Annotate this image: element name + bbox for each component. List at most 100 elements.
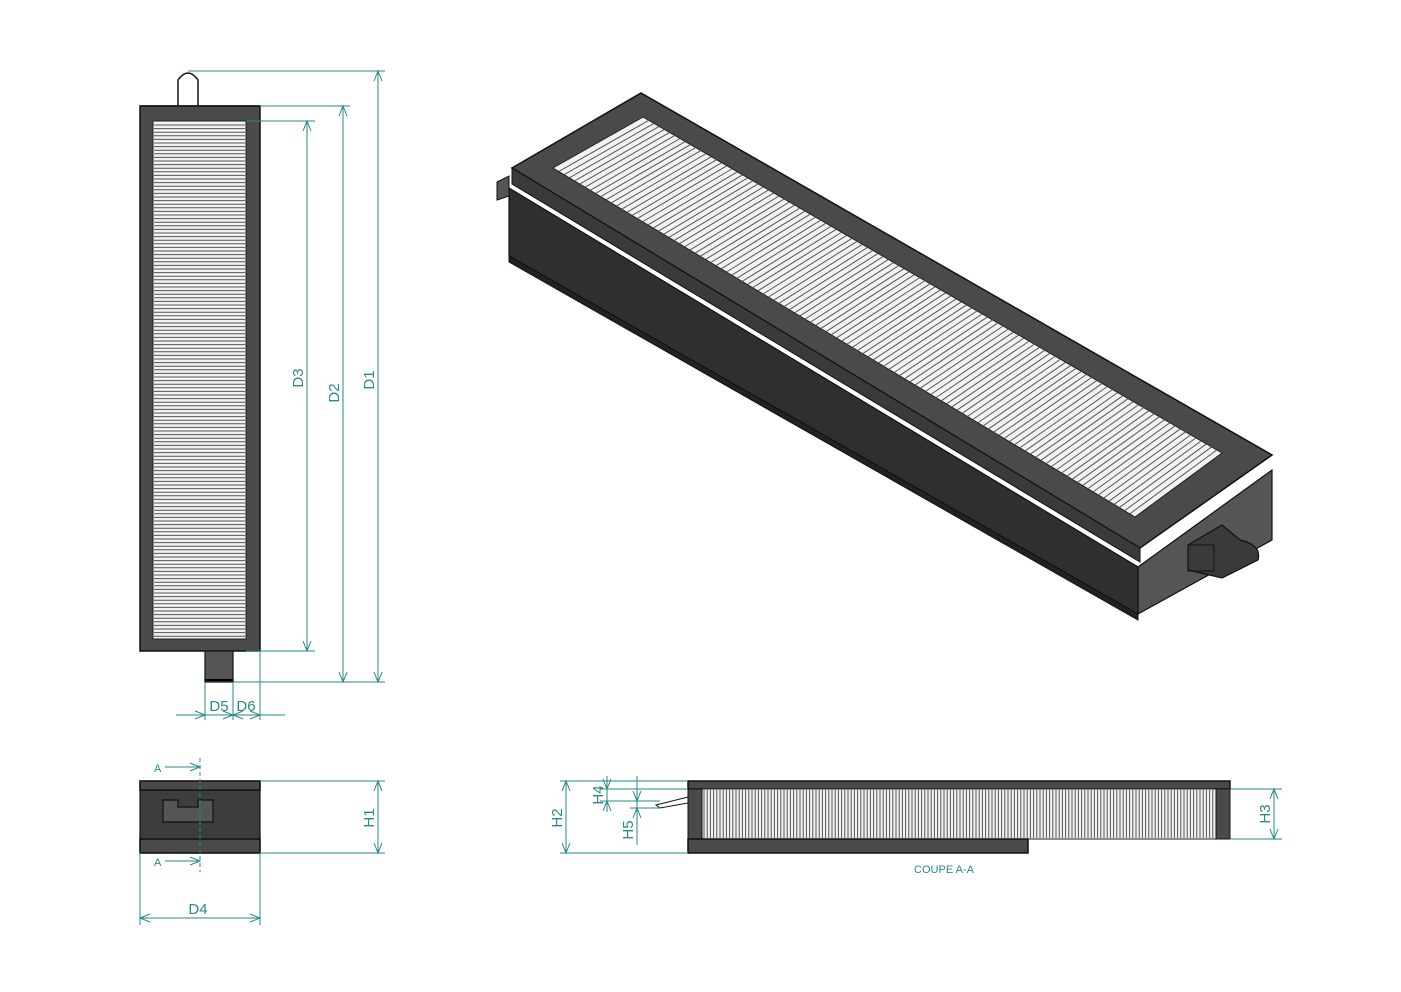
iso-base-edge	[508, 255, 1139, 621]
pleat-line	[663, 180, 754, 235]
pleat-line	[1108, 437, 1197, 502]
pleat-line	[883, 307, 973, 367]
dimension-d3-label: D3	[290, 368, 307, 387]
pleat-line	[1014, 383, 1103, 446]
pleat-line	[668, 183, 759, 238]
pleat-line	[621, 156, 712, 210]
section-left-wall	[687, 788, 703, 840]
pleat-line	[867, 298, 957, 358]
pleat-line	[1045, 401, 1134, 465]
pleat-line	[563, 122, 655, 176]
pleat-line	[610, 150, 702, 204]
pleat-line	[998, 373, 1087, 436]
pleat-line	[773, 243, 863, 301]
pleat-line	[715, 210, 806, 267]
pleat-line	[878, 304, 967, 364]
pleat-line	[720, 213, 811, 270]
dimension-d1-label: D1	[361, 370, 378, 389]
pleat-line	[836, 280, 926, 339]
pleat-line	[631, 162, 722, 216]
dimension-h1-label: H1	[361, 808, 378, 827]
pleat-line	[841, 283, 931, 342]
pleat-line	[673, 186, 764, 242]
iso-pleat-lines	[558, 119, 1218, 515]
pleat-line	[951, 346, 1040, 408]
dimension-h4-label: H4	[590, 785, 607, 804]
pleat-line	[830, 277, 921, 336]
dimension-d1-arrows	[373, 69, 383, 684]
pleat-line	[652, 174, 743, 229]
pleat-line	[1035, 395, 1124, 458]
pleat-line	[757, 234, 848, 292]
pleat-line	[1118, 443, 1207, 508]
pleat-line	[1103, 434, 1192, 499]
pleat-line	[799, 259, 889, 317]
pleat-line	[914, 325, 1004, 386]
section-view: H2 H4 H5 H3 COUPE A-A	[549, 776, 1282, 876]
dimension-h3-label: H3	[1257, 804, 1274, 823]
pleat-line	[637, 165, 728, 220]
iso-tab	[1187, 524, 1260, 579]
section-tab	[654, 796, 689, 809]
pleat-line	[977, 361, 1066, 424]
pleat-line	[694, 198, 785, 254]
iso-tab-window	[1187, 544, 1215, 572]
pleat-line	[579, 132, 670, 185]
dimension-d2-label: D2	[326, 383, 343, 402]
pleat-line	[846, 286, 936, 345]
pleat-line	[988, 367, 1077, 430]
pleat-line	[972, 358, 1061, 421]
dimension-h5-label: H5	[620, 820, 637, 839]
pleat-line	[888, 310, 978, 370]
dimension-h4-arrows	[602, 778, 612, 812]
pleat-line	[741, 225, 832, 282]
dimension-h3-arrows	[1269, 787, 1279, 841]
pleat-line	[783, 249, 874, 307]
pleat-line	[809, 265, 900, 323]
dimension-h5-arrows	[632, 790, 642, 819]
pleat-line	[558, 119, 650, 172]
dimension-h1-arrows	[373, 779, 383, 855]
pleat-line	[1082, 422, 1171, 486]
pleat-line	[967, 355, 1056, 417]
pleat-line	[857, 292, 947, 351]
pleat-line	[1024, 389, 1113, 452]
dimension-h2-arrows	[561, 779, 571, 855]
dimension-d4-label: D4	[188, 901, 207, 918]
pleat-line	[762, 237, 853, 295]
bottom-tab	[204, 650, 234, 683]
pleat-line	[684, 192, 775, 248]
pleat-line	[1061, 410, 1150, 474]
front-view: D1 D2 D3 D5 D6	[139, 69, 385, 720]
pleat-line	[919, 328, 1009, 389]
pleat-line	[1009, 380, 1098, 443]
pleat-line	[584, 135, 676, 188]
pleat-line	[658, 177, 749, 232]
pleat-line	[789, 252, 879, 311]
dimension-d5-label: D5	[209, 698, 228, 715]
pleat-line	[1066, 413, 1155, 477]
pleat-line	[825, 274, 915, 333]
pleat-line	[804, 262, 894, 320]
pleat-line	[940, 340, 1030, 402]
pleat-line	[768, 240, 858, 298]
pleat-line	[925, 331, 1014, 392]
section-pleat-lines	[703, 790, 1214, 838]
pleat-line	[815, 268, 905, 326]
pleat-line	[1071, 416, 1160, 480]
section-right-wall	[1215, 788, 1231, 840]
section-marker-top: A	[154, 763, 162, 775]
iso-frame-edge	[511, 167, 1141, 563]
pleat-line	[993, 370, 1082, 433]
pleat-line	[862, 295, 952, 355]
pleat-line	[851, 289, 941, 348]
pleat-line	[689, 195, 780, 251]
pleat-line	[909, 322, 999, 383]
dimension-d5-d6-arrows	[194, 710, 262, 720]
dimension-d4-arrows	[138, 913, 262, 923]
pleat-line	[1003, 376, 1093, 439]
section-top-gasket	[687, 780, 1231, 790]
pleat-line	[600, 144, 691, 198]
pleat-line	[647, 171, 738, 226]
